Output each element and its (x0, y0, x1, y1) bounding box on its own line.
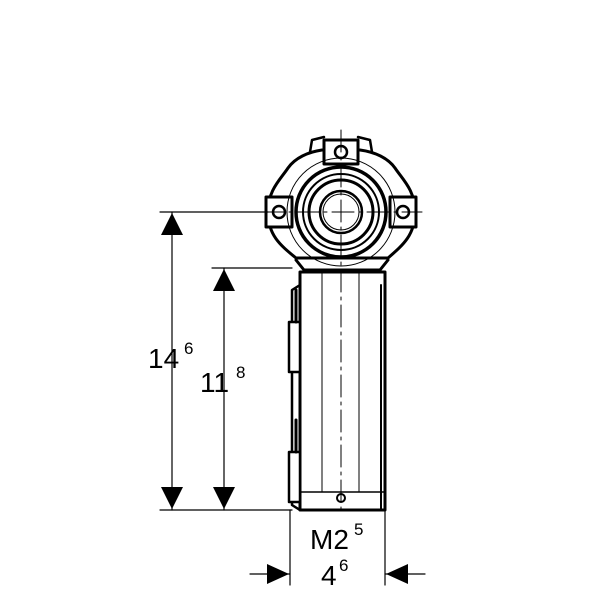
dim-body-height: 11 (200, 367, 229, 398)
dim-body-height-sup: 8 (236, 363, 245, 382)
fitting-body (287, 270, 387, 512)
dim-width-sup: 6 (339, 556, 348, 575)
dim-thread-sup: 5 (354, 520, 363, 539)
dim-thread: M2 (310, 524, 349, 555)
dim-overall-height-sup: 6 (184, 339, 193, 358)
centerlines (261, 129, 423, 516)
dim-width: 4 (321, 560, 337, 591)
dim-overall-height: 14 (148, 343, 179, 374)
dimension-arrows (161, 213, 408, 584)
